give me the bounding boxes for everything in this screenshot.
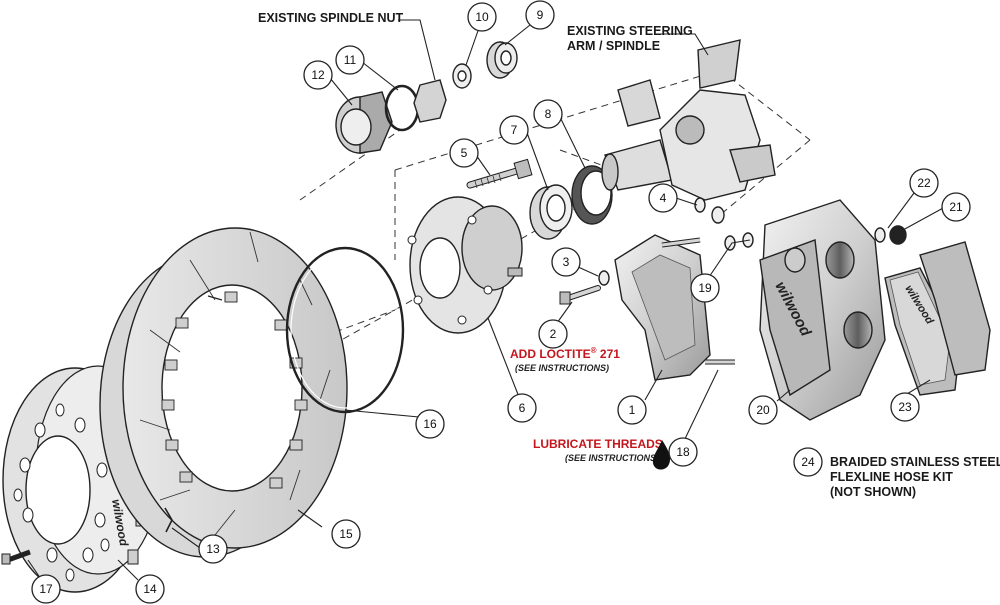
bolt-part-5 <box>466 158 533 189</box>
washer-part-4 <box>694 197 725 224</box>
svg-text:6: 6 <box>519 401 526 415</box>
grease-cap-part-12 <box>335 91 393 154</box>
lubricant-drop-icon <box>652 440 670 470</box>
brake-pads-part-23: wilwood <box>884 241 991 396</box>
svg-text:18: 18 <box>676 445 690 459</box>
callout-4: 4 <box>648 183 678 213</box>
svg-text:22: 22 <box>917 176 931 190</box>
lubricate-subnote: (SEE INSTRUCTIONS) <box>565 453 659 463</box>
label-steering-arm-line1: EXISTING STEERING <box>567 24 693 38</box>
loctite-subnote: (SEE INSTRUCTIONS) <box>515 363 609 373</box>
clip-part-13 <box>164 507 173 533</box>
label-steering-arm-line2: ARM / SPINDLE <box>567 39 660 53</box>
hub-part-6 <box>407 196 523 334</box>
callout-7: 7 <box>499 115 529 145</box>
callout-11: 11 <box>335 45 365 75</box>
svg-text:12: 12 <box>311 68 325 82</box>
svg-text:7: 7 <box>511 123 518 137</box>
callout-14: 14 <box>135 574 165 604</box>
svg-text:19: 19 <box>698 281 712 295</box>
callout-16: 16 <box>415 409 445 439</box>
svg-text:23: 23 <box>898 400 912 414</box>
svg-text:4: 4 <box>660 191 667 205</box>
label-existing-spindle-nut: EXISTING SPINDLE NUT <box>258 11 404 25</box>
steering-spindle <box>601 39 776 201</box>
svg-text:5: 5 <box>461 146 468 160</box>
svg-text:20: 20 <box>756 403 770 417</box>
lubricate-note: LUBRICATE THREADS <box>533 437 663 451</box>
caliper-bracket-part-1 <box>614 234 711 381</box>
callout-21: 21 <box>941 192 971 222</box>
svg-text:2: 2 <box>550 327 557 341</box>
callout-1: 1 <box>617 395 647 425</box>
svg-text:21: 21 <box>949 200 963 214</box>
svg-text:24: 24 <box>801 455 815 469</box>
callout-10: 10 <box>467 2 497 32</box>
bolt-part-2 <box>559 285 601 305</box>
callout-5: 5 <box>449 138 479 168</box>
callout-13: 13 <box>198 534 228 564</box>
callout-6: 6 <box>507 393 537 423</box>
leader-lines <box>27 19 946 586</box>
loctite-note: ADD LOCTITE® 271 <box>510 346 620 361</box>
svg-text:17: 17 <box>39 582 53 596</box>
retaining-ring-part-16 <box>285 246 405 414</box>
svg-text:3: 3 <box>563 255 570 269</box>
washer-part-22 <box>874 227 886 243</box>
svg-text:10: 10 <box>475 10 489 24</box>
washer-part-10 <box>452 63 472 89</box>
screw-part-17 <box>1 549 31 565</box>
callout-8: 8 <box>533 99 563 129</box>
o-ring-part-11 <box>384 84 420 132</box>
callout-3: 3 <box>551 247 581 277</box>
svg-text:11: 11 <box>344 53 357 67</box>
svg-text:8: 8 <box>545 107 552 121</box>
hose-kit-line3: (NOT SHOWN) <box>830 485 916 499</box>
callout-2: 2 <box>538 319 568 349</box>
callout-20: 20 <box>748 395 778 425</box>
hose-kit-line2: FLEXLINE HOSE KIT <box>830 470 953 484</box>
svg-text:15: 15 <box>339 527 353 541</box>
callout-9: 9 <box>525 0 555 30</box>
outer-bearing-part-9 <box>486 41 518 79</box>
rotor-part-15 <box>99 227 348 558</box>
callout-18: 18 <box>668 437 698 467</box>
nut-part-21 <box>889 225 907 245</box>
callout-15: 15 <box>331 519 361 549</box>
inner-bearing-part-7 <box>529 184 573 240</box>
callout-17: 17 <box>31 574 61 604</box>
hose-kit-line1: BRAIDED STAINLESS STEEL <box>830 455 1000 469</box>
svg-text:1: 1 <box>629 403 636 417</box>
bearing-race-part-8 <box>571 165 613 225</box>
svg-text:14: 14 <box>143 582 157 596</box>
svg-text:9: 9 <box>537 8 544 22</box>
callout-23: 23 <box>890 392 920 422</box>
caliper-part-20: wilwood <box>759 199 886 421</box>
callout-12: 12 <box>303 60 333 90</box>
stud-bracket <box>661 237 701 248</box>
callout-19: 19 <box>690 273 720 303</box>
washer-part-3 <box>598 270 610 286</box>
svg-text:16: 16 <box>423 417 437 431</box>
spindle-nut <box>413 79 447 123</box>
callout-24: 24 <box>793 447 823 477</box>
svg-text:13: 13 <box>206 542 220 556</box>
callout-22: 22 <box>909 168 939 198</box>
